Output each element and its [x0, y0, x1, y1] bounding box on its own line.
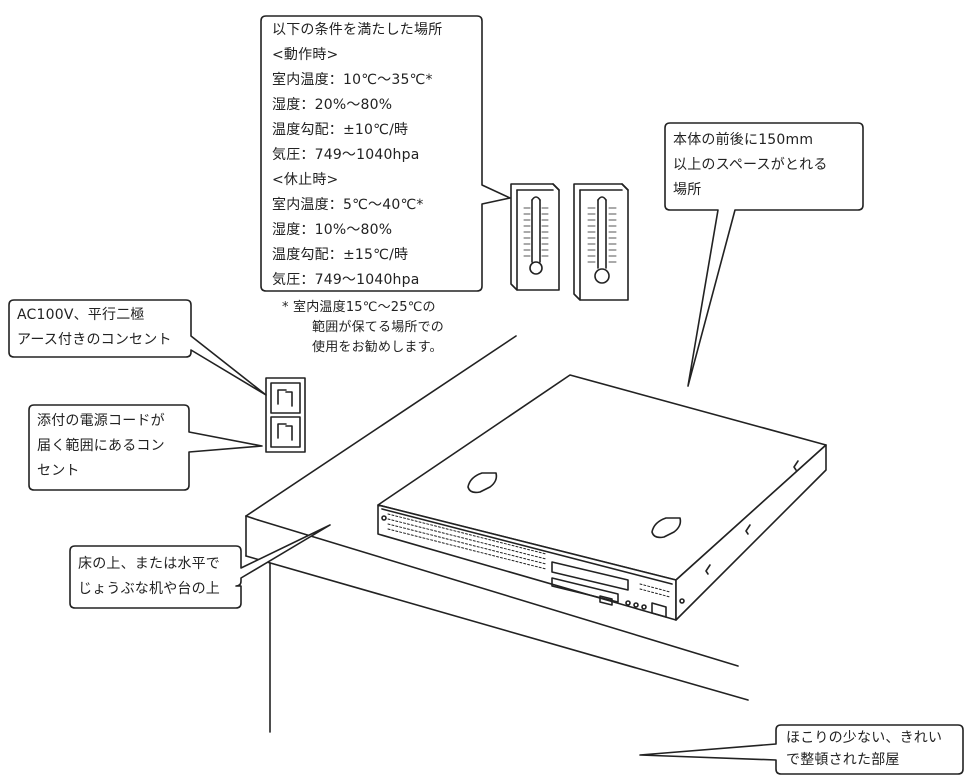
outlet-cord-line-3: セント — [37, 463, 80, 479]
side-notch-3 — [705, 564, 711, 575]
server-side-panel — [675, 444, 827, 621]
callout-outlet-ac-text: AC100V、平行二極 アース付きのコンセント — [17, 303, 172, 353]
front-screw-right — [679, 598, 685, 604]
callout-environment-bubble — [260, 15, 511, 292]
callout-space-text: 本体の前後に150mm 以上のスペースがとれる 場所 — [673, 128, 828, 203]
wall-outlet — [265, 377, 306, 453]
env-line-10: 温度勾配：±15℃/時 — [272, 247, 409, 263]
callout-outlet-ac-bubble — [8, 299, 267, 396]
side-notch-2 — [745, 524, 751, 535]
port-1 — [625, 600, 631, 606]
surface-line-2: じょうぶな机や台の上 — [78, 581, 220, 597]
callout-environment-text: 以下の条件を満たした場所 <動作時> 室内温度：10℃～35℃* 湿度：20%～… — [272, 18, 442, 293]
footnote-line-3: 使用をお勧めします。 — [312, 340, 443, 355]
env-line-6: 気圧：749～1040hpa — [272, 147, 420, 163]
outlet-ac-line-1: AC100V、平行二極 — [17, 307, 145, 323]
env-line-4: 湿度：20%～80% — [272, 97, 393, 113]
media-slot — [599, 595, 613, 606]
room-line-1: ほこりの少ない、きれい — [786, 730, 943, 746]
env-line-5: 温度勾配：±10℃/時 — [272, 122, 409, 138]
env-line-1: 以下の条件を満たした場所 — [272, 22, 443, 38]
callout-space-bubble — [664, 122, 864, 387]
desk-top-left-edge — [245, 515, 259, 521]
env-line-8: 室内温度：5℃～40℃* — [272, 197, 424, 213]
env-line-2: <動作時> — [272, 47, 339, 63]
footnote-line-2: 範囲が保てる場所での — [312, 320, 445, 335]
power-button — [651, 602, 667, 618]
outlet-ac-line-2: アース付きのコンセント — [17, 332, 172, 348]
callout-room-bubble — [639, 724, 964, 775]
space-line-1: 本体の前後に150mm — [673, 132, 814, 148]
callout-surface-bubble — [69, 524, 331, 609]
side-notch-1 — [793, 460, 799, 471]
lid-handle-right — [651, 517, 682, 539]
right-vent — [639, 583, 671, 598]
env-line-7: <休止時> — [272, 172, 339, 188]
desk — [245, 335, 749, 733]
room-line-2: で整頓された部屋 — [786, 752, 900, 768]
server-front-inner-edge — [381, 508, 673, 585]
front-screw-left — [381, 515, 387, 521]
outlet-cord-line-1: 添付の電源コードが — [37, 413, 165, 429]
desk-front-bottom-edge — [245, 555, 749, 701]
footnote-text: * 室内温度15℃～25℃の 範囲が保てる場所での 使用をお勧めします。 — [282, 298, 444, 358]
thermometer-left — [510, 183, 560, 291]
callout-outlet-cord-text: 添付の電源コードが 届く範囲にあるコン セント — [37, 409, 165, 484]
lid-handle-left — [467, 472, 498, 494]
space-line-3: 場所 — [673, 182, 702, 198]
desk-top-back-edge — [245, 335, 517, 517]
footnote-line-1: * 室内温度15℃～25℃の — [282, 300, 436, 315]
port-2 — [633, 602, 639, 608]
server-unit — [377, 374, 827, 621]
port-3 — [641, 604, 647, 610]
callout-room-text: ほこりの少ない、きれい で整頓された部屋 — [786, 727, 942, 771]
front-vent — [387, 513, 547, 570]
surface-line-1: 床の上、または水平で — [78, 556, 220, 572]
outlet-cord-line-2: 届く範囲にあるコン — [37, 438, 165, 454]
drive-bay-lower — [551, 577, 619, 603]
env-line-11: 気圧：749～1040hpa — [272, 272, 420, 288]
env-line-3: 室内温度：10℃～35℃* — [272, 72, 433, 88]
callout-outlet-cord-bubble — [28, 404, 263, 491]
drive-bay-upper — [551, 561, 629, 591]
thermometer-right — [573, 183, 629, 301]
callout-surface-text: 床の上、または水平で じょうぶな机や台の上 — [78, 552, 220, 602]
desk-top-front-edge — [257, 519, 739, 667]
env-line-9: 湿度：10%～80% — [272, 222, 393, 238]
space-line-2: 以上のスペースがとれる — [673, 157, 828, 173]
